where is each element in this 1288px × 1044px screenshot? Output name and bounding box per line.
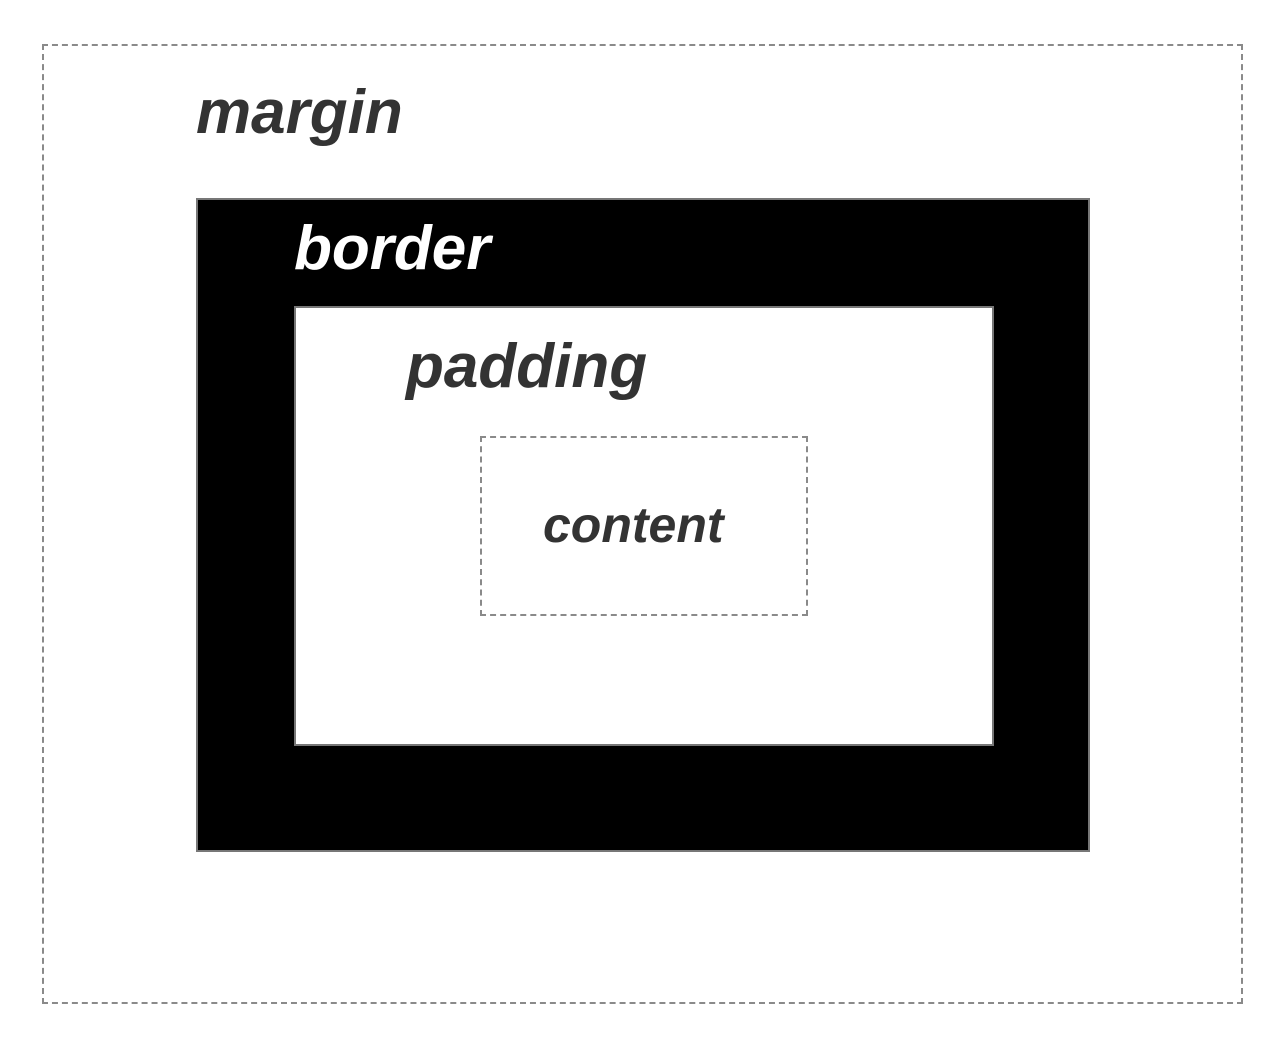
content-label: content: [543, 497, 724, 553]
padding-label: padding: [406, 332, 648, 401]
margin-label: margin: [196, 78, 403, 147]
border-label: border: [294, 214, 491, 283]
content-area: [480, 436, 808, 616]
